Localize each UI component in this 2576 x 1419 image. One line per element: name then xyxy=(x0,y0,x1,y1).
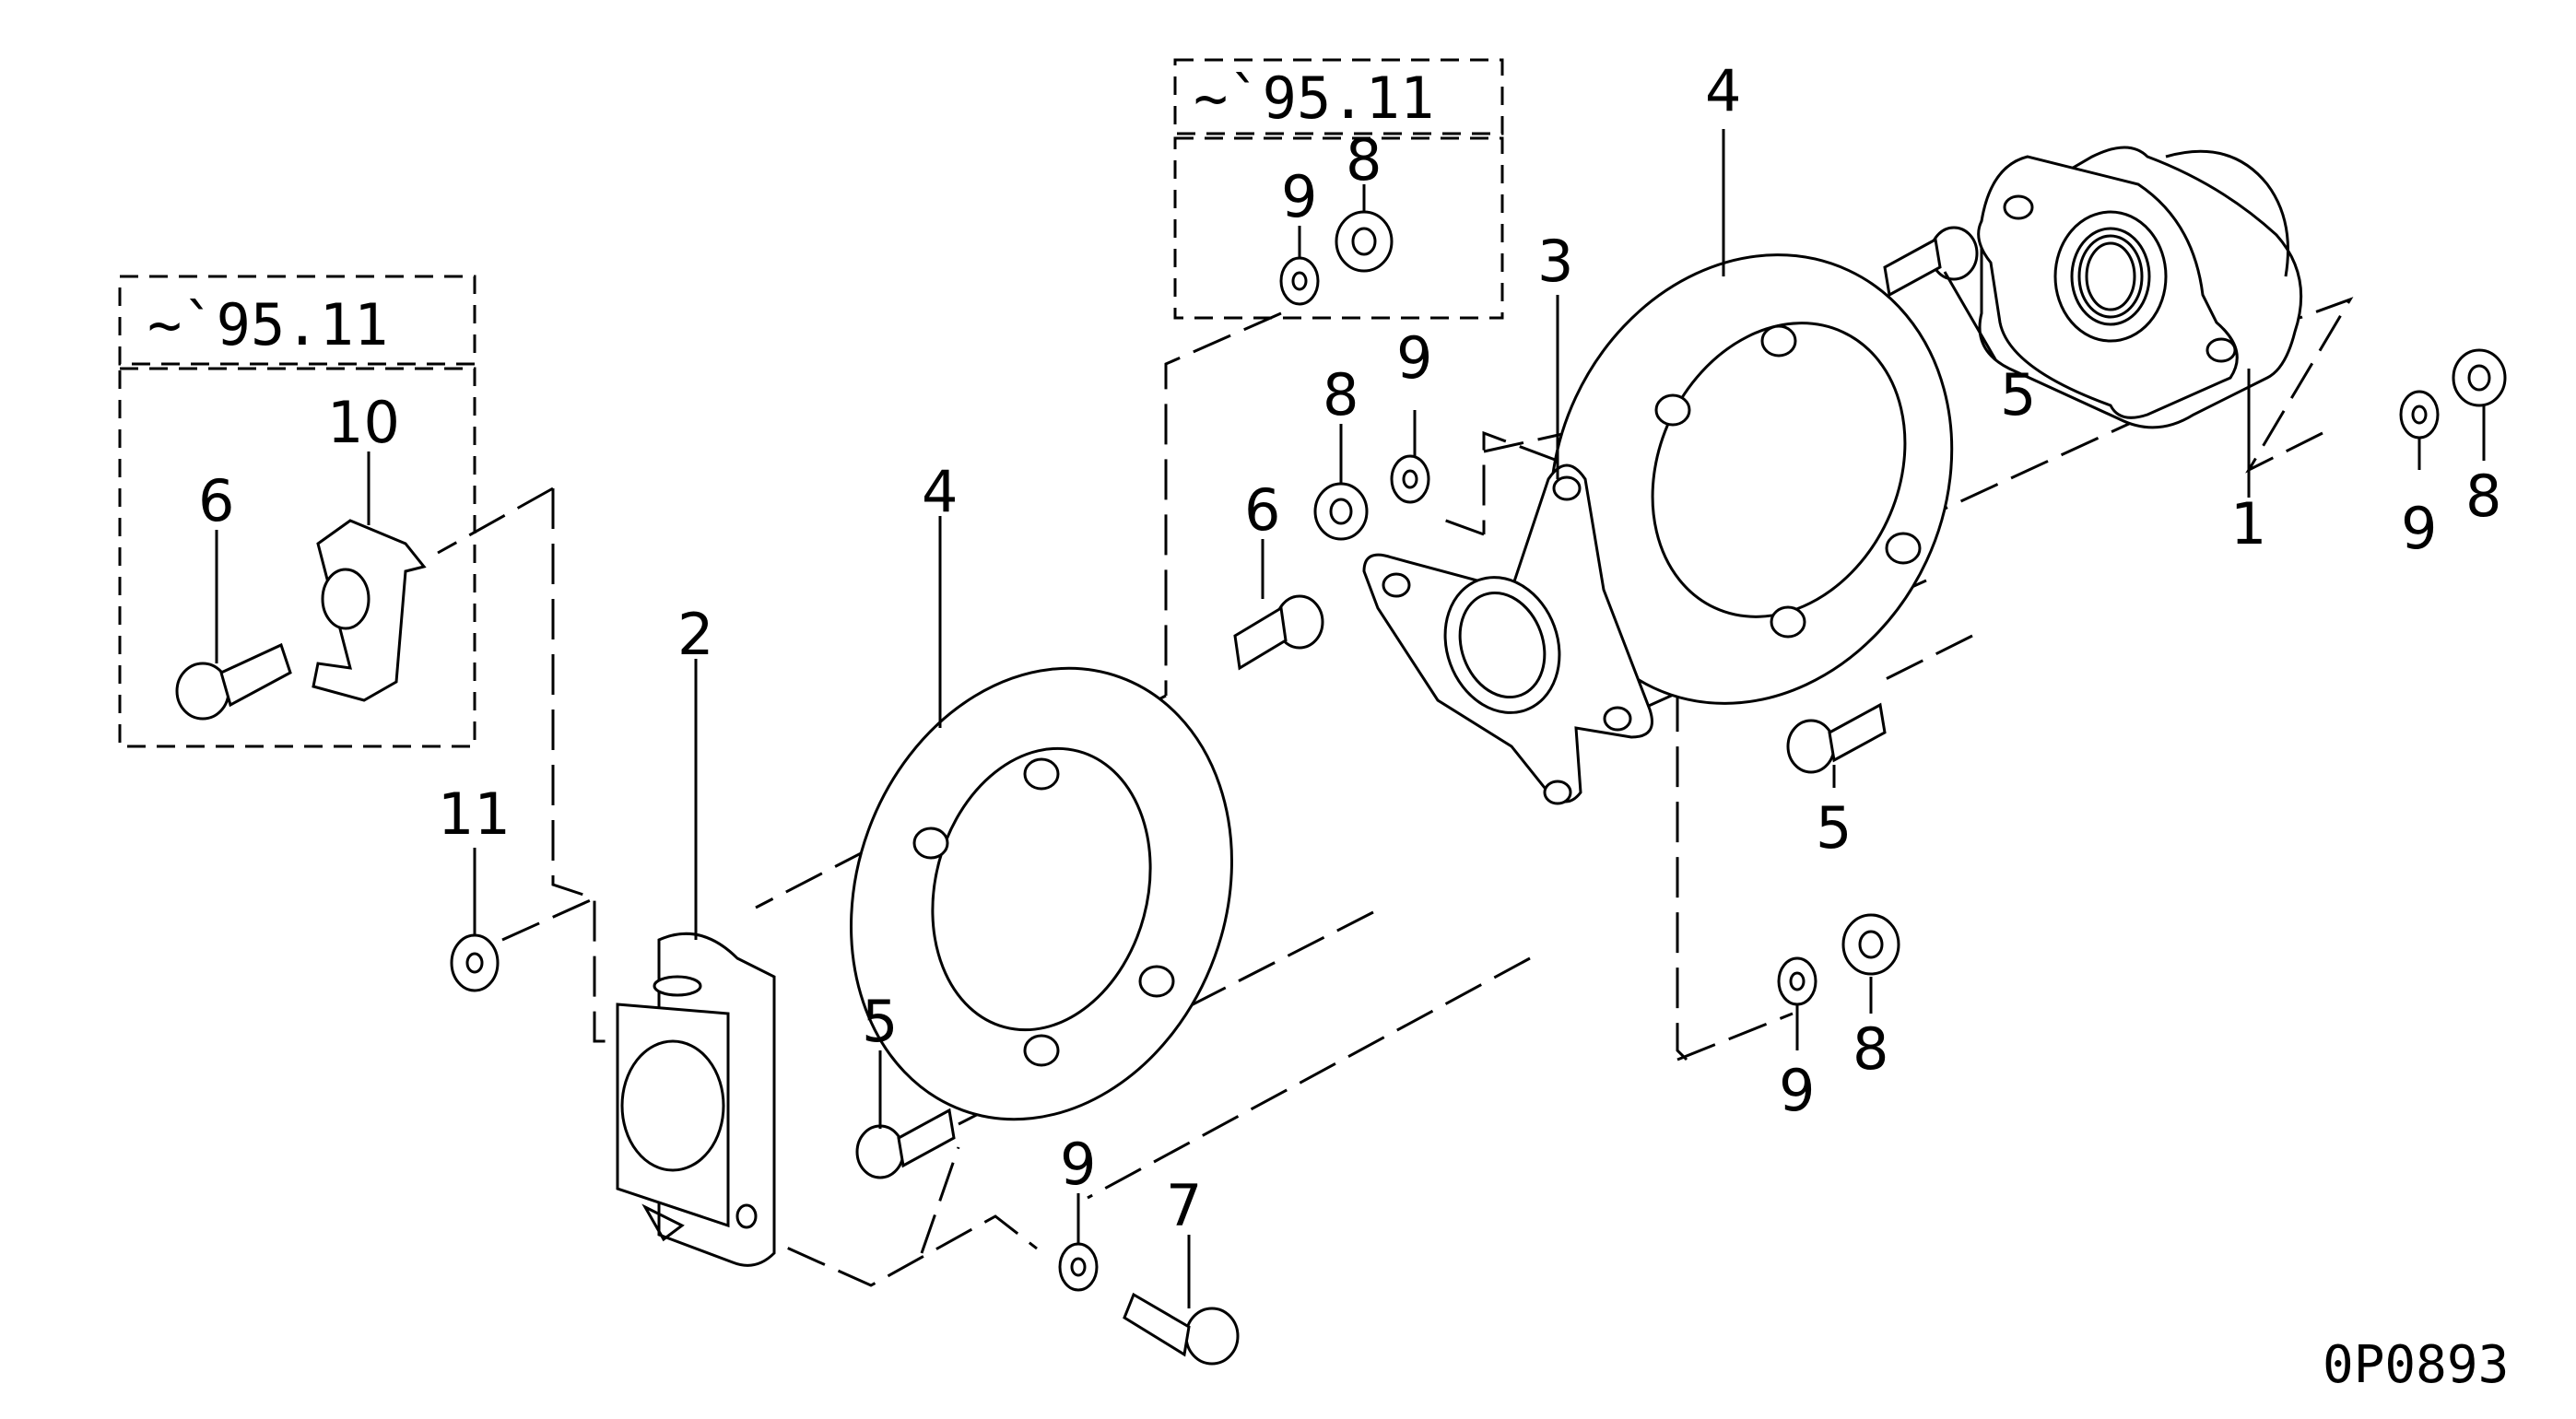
part-2-bore-block xyxy=(616,932,776,1267)
washer-9-right xyxy=(2399,390,2440,440)
serial-box-top: ~`95.11 xyxy=(1173,58,1504,320)
bolt-6-center xyxy=(1233,594,1324,671)
serial-box-left-label: ~`95.11 xyxy=(147,291,388,358)
serial-box-top-label: ~`95.11 xyxy=(1194,64,1434,132)
callout-8-bottom: 8 xyxy=(1853,1015,1888,1083)
nut-8-center xyxy=(1313,482,1369,541)
part-10-bracket xyxy=(312,519,427,702)
callout-10: 10 xyxy=(327,389,400,456)
part-1-flange-fitting xyxy=(1977,146,2303,429)
callout-5-bottom: 5 xyxy=(862,988,898,1055)
callout-1: 1 xyxy=(2230,490,2266,557)
callout-8-top: 8 xyxy=(1346,126,1382,194)
callout-numbers: 1 2 3 4 4 5 5 5 6 6 7 8 8 8 8 9 9 9 9 9 … xyxy=(198,57,2501,1239)
callout-6-center: 6 xyxy=(1244,476,1280,544)
washer-9-center xyxy=(1390,454,1430,504)
bolt-7 xyxy=(1123,1292,1240,1366)
callout-7: 7 xyxy=(1166,1172,1202,1239)
callout-11: 11 xyxy=(438,780,511,848)
callout-9-center: 9 xyxy=(1396,324,1432,392)
part-4-gasket-right xyxy=(1548,253,1954,705)
part-4-gasket-left xyxy=(850,666,1233,1121)
nut-8-top xyxy=(1335,210,1394,273)
callout-5-top: 5 xyxy=(2000,361,2036,428)
callout-8-right: 8 xyxy=(2465,463,2501,530)
callout-9-right: 9 xyxy=(2401,495,2437,562)
washer-9-bottom xyxy=(1058,1242,1099,1292)
callout-9-top: 9 xyxy=(1281,163,1317,230)
part-11-spacer xyxy=(450,933,500,992)
washer-9-top xyxy=(1279,256,1320,306)
callout-4-left: 4 xyxy=(922,458,958,525)
callout-9-lower-right: 9 xyxy=(1779,1057,1815,1124)
washer-9-lower-right xyxy=(1777,956,1817,1006)
callout-leaders xyxy=(215,129,2486,1308)
bolt-5-top xyxy=(1883,226,1979,298)
callout-4-right: 4 xyxy=(1705,57,1741,124)
callout-6-left: 6 xyxy=(198,467,234,534)
callout-5-middle: 5 xyxy=(1816,794,1852,862)
nut-8-bottom xyxy=(1841,913,1900,976)
part-3-diamond-flange xyxy=(1362,463,1653,805)
callout-2: 2 xyxy=(677,601,713,668)
bolt-5-bottom xyxy=(855,1108,956,1179)
serial-box-left: ~`95.11 xyxy=(118,275,476,748)
nut-8-right xyxy=(2452,348,2507,407)
bolt-5-middle xyxy=(1786,702,1887,774)
drawing-reference-number: 0P0893 xyxy=(2323,1335,2509,1395)
bolt-6-left xyxy=(175,642,292,721)
callout-8-center: 8 xyxy=(1323,361,1359,428)
callout-9-bottom: 9 xyxy=(1060,1131,1096,1198)
callout-3: 3 xyxy=(1537,228,1573,295)
